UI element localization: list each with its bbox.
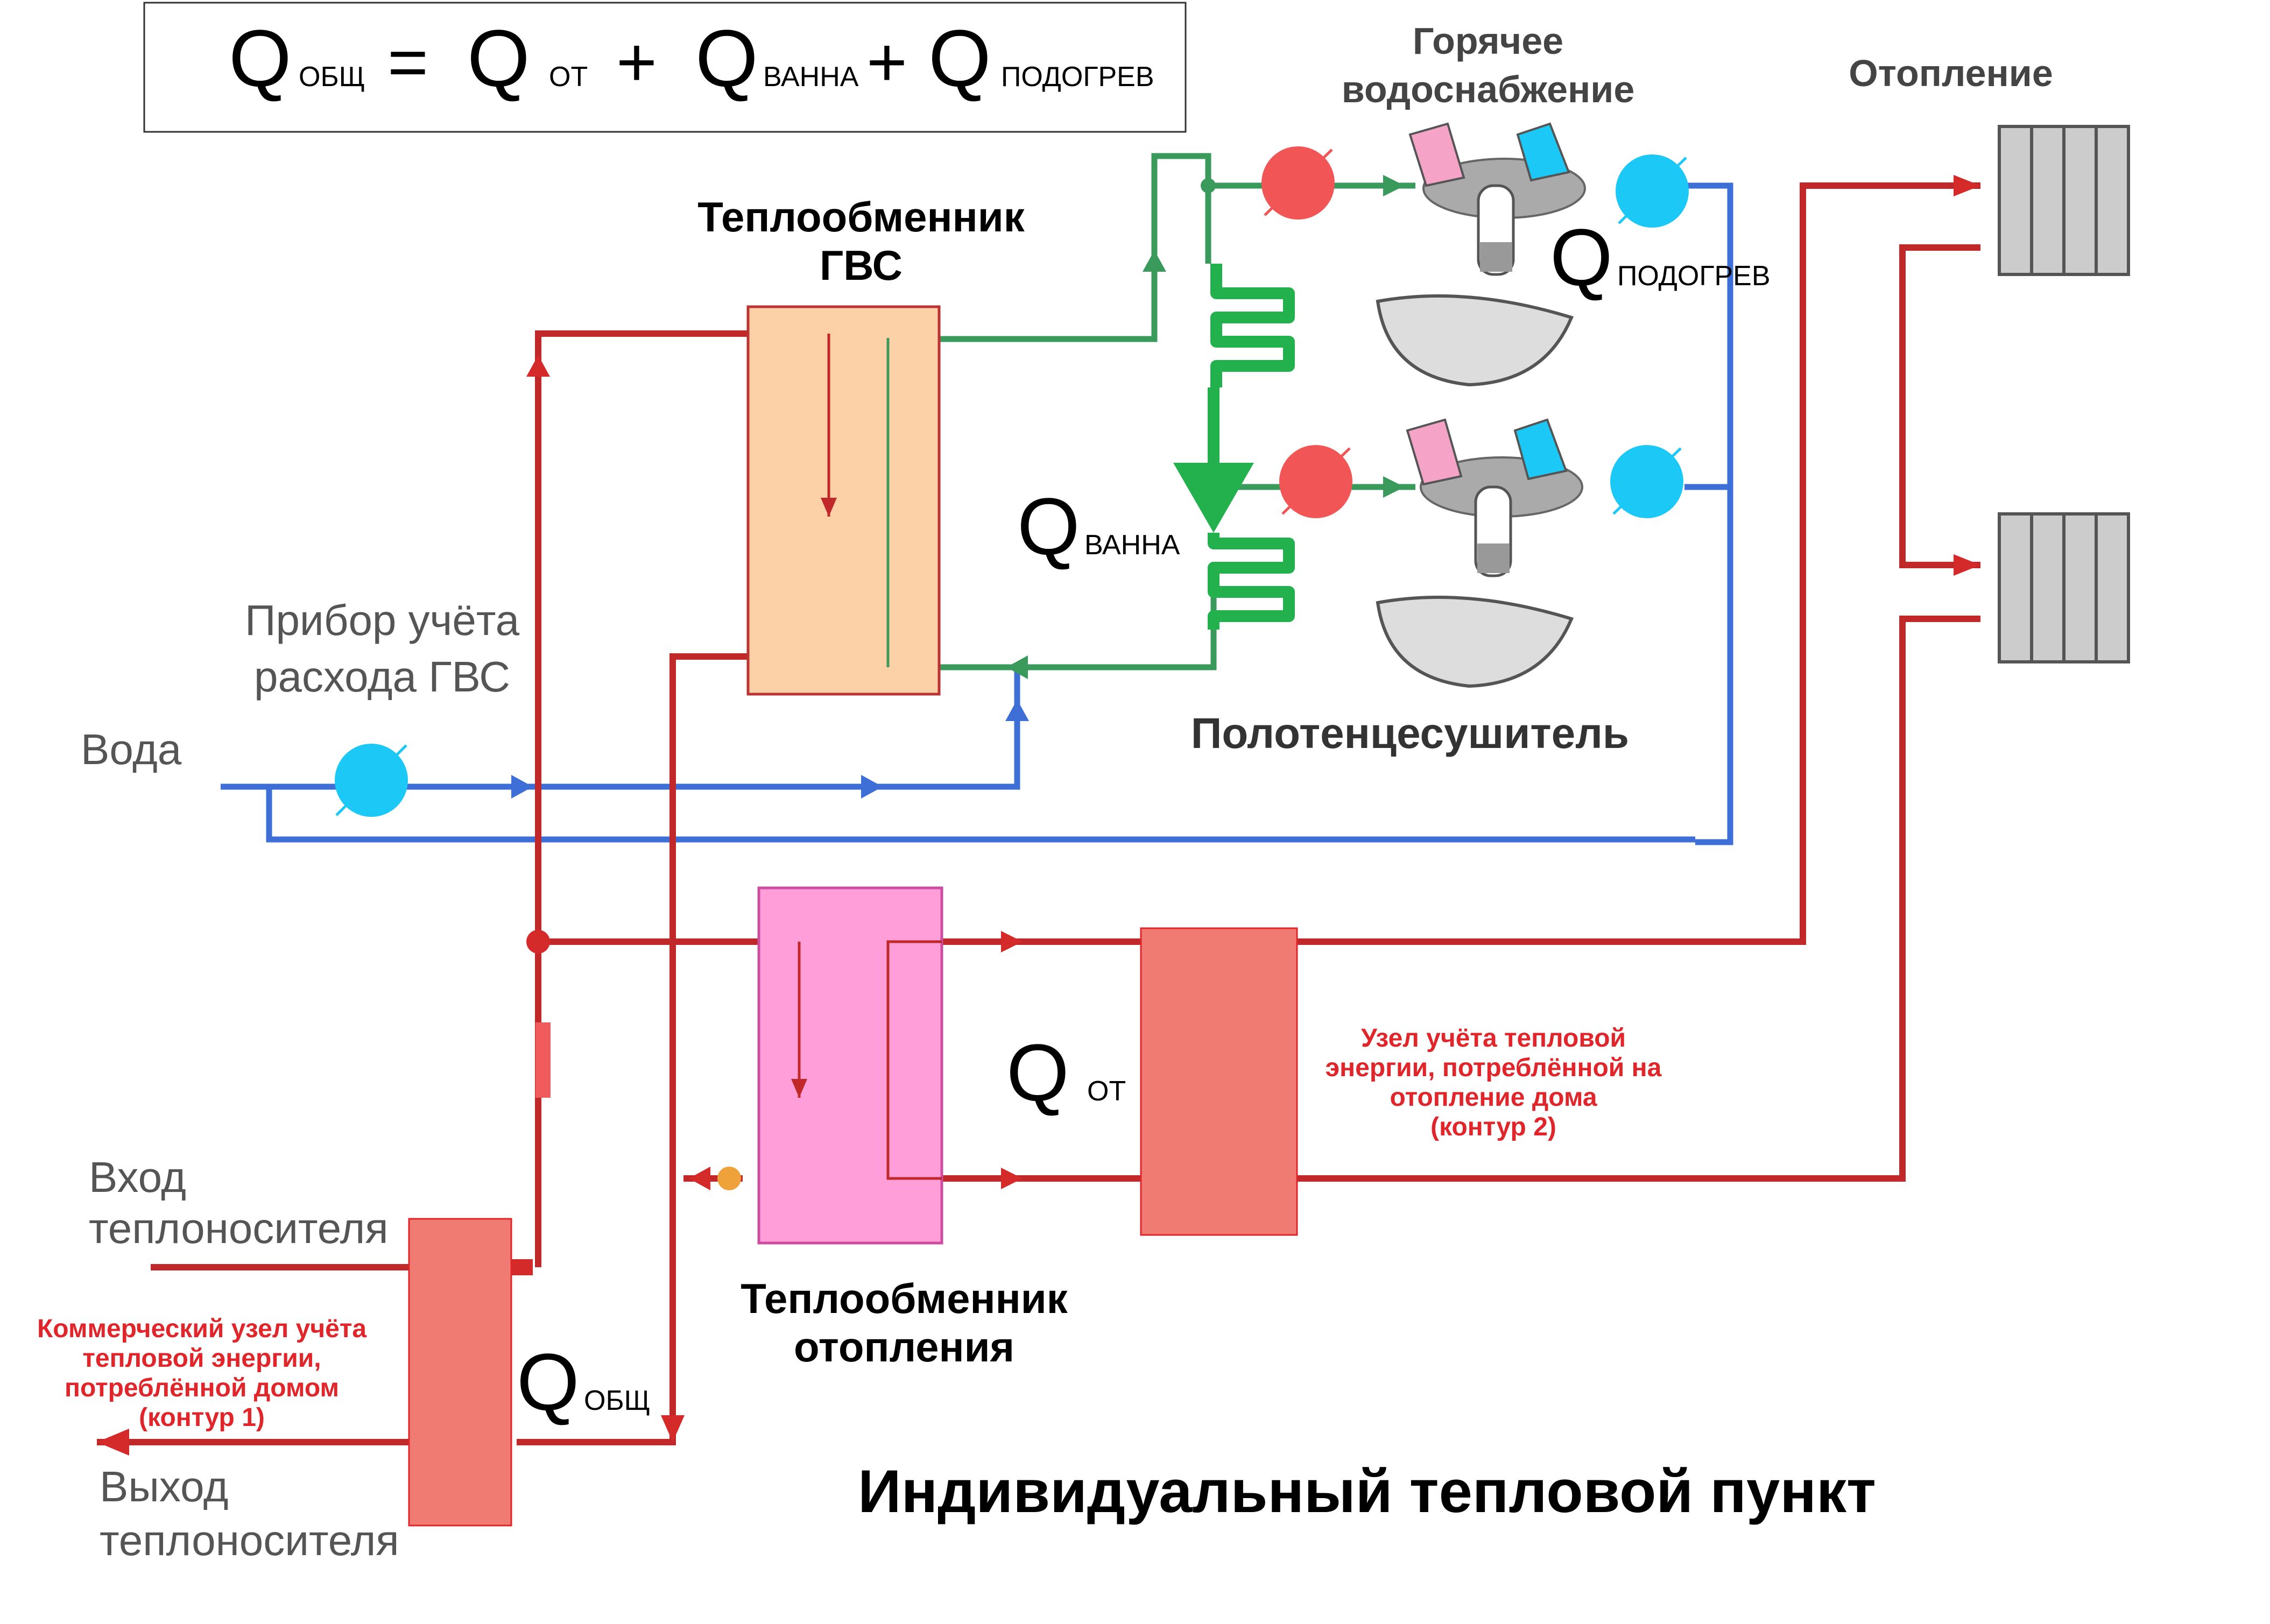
commercial-node-note: Коммерческий узел учёта xyxy=(37,1315,366,1343)
flow-arrow xyxy=(97,1429,129,1456)
q-warm-label: Q xyxy=(1550,212,1613,302)
heating-exchanger-label: отопления xyxy=(794,1323,1014,1371)
q-bath-sub: ВАННА xyxy=(1084,529,1180,561)
cold-water-meter-1 xyxy=(1616,154,1689,228)
flow-arrow xyxy=(1005,700,1029,721)
hot-water-meter-2 xyxy=(1279,445,1352,518)
pipe-junction xyxy=(1201,178,1216,193)
pipe-segment xyxy=(535,1022,551,1098)
q-heat-label: Q xyxy=(1006,1027,1069,1118)
formula-q-warm-sub: ПОДОГРЕВ xyxy=(1001,61,1154,93)
water-label: Вода xyxy=(81,725,182,773)
commercial-node-note: тепловой энергии, xyxy=(82,1344,321,1373)
formula-q-heat: Q xyxy=(467,13,530,103)
outlet-label: теплоносителя xyxy=(100,1516,399,1564)
heating-node-note: (контур 2) xyxy=(1430,1113,1556,1141)
heating-node-note: Узел учёта тепловой xyxy=(1361,1024,1626,1053)
flow-arrow xyxy=(1954,554,1980,576)
meter-label: расхода ГВС xyxy=(254,653,510,701)
flow-arrow xyxy=(1001,931,1023,952)
formula-plus-2: + xyxy=(866,23,907,101)
heating-node-note: отопление дома xyxy=(1390,1083,1597,1112)
faucet-icon xyxy=(1408,122,1586,276)
formula-q-total: Q xyxy=(229,13,292,103)
meter-label: Прибор учёта xyxy=(245,596,520,644)
formula-q-warm: Q xyxy=(928,13,991,103)
radiator-icon xyxy=(1998,125,2130,276)
heating-heat-exchanger xyxy=(757,886,943,1245)
hot-water-label: водоснабжение xyxy=(1342,68,1635,110)
faucet-icon xyxy=(1406,418,1583,577)
commercial-node-note: потреблённой домом xyxy=(65,1374,339,1402)
q-heat-sub: ОТ xyxy=(1087,1076,1126,1107)
heating-metering-node xyxy=(1140,927,1298,1236)
flow-arrow xyxy=(861,775,883,799)
flow-arrow xyxy=(1001,1168,1023,1189)
water-flow-meter xyxy=(335,744,408,817)
q-warm-sub: ПОДОГРЕВ xyxy=(1617,260,1771,292)
dhw-exchanger-label: Теплообменник xyxy=(697,193,1025,241)
flow-arrow xyxy=(1954,175,1980,196)
q-total-label: Q xyxy=(517,1337,580,1427)
heating-label: Отопление xyxy=(1849,52,2053,94)
heating-exchanger-label: Теплообменник xyxy=(741,1275,1068,1322)
towel-dryer-icon xyxy=(1208,264,1295,630)
outlet-label: Выход xyxy=(100,1463,228,1510)
inlet-label: теплоносителя xyxy=(89,1204,389,1252)
flow-arrow xyxy=(1383,175,1405,196)
flow-arrow xyxy=(511,775,533,799)
dhw-heat-exchanger xyxy=(746,305,941,696)
supply-lines xyxy=(97,182,1980,1445)
return-pump-icon xyxy=(717,1167,741,1190)
inlet-label: Вход xyxy=(89,1153,186,1201)
flow-arrow xyxy=(661,1415,685,1442)
formula-q-bath-sub: ВАННА xyxy=(763,61,859,93)
radiator-icon xyxy=(1998,512,2130,663)
formula-box: Q ОБЩ = Q ОТ + Q ВАННА + Q ПОДОГРЕВ xyxy=(143,2,1187,133)
commercial-metering-node xyxy=(408,1218,512,1527)
towel-dryer-arrow xyxy=(1173,463,1254,533)
q-total-sub: ОБЩ xyxy=(584,1385,650,1416)
dhw-exchanger-label: ГВС xyxy=(820,242,903,289)
formula-q-heat-sub: ОТ xyxy=(549,61,588,93)
flow-arrow xyxy=(1006,655,1028,679)
formula-plus-1: + xyxy=(616,23,657,101)
pipe-junction xyxy=(526,930,550,954)
hot-water-meter-1 xyxy=(1261,146,1335,220)
sink-basin-icon xyxy=(1376,294,1574,387)
flow-arrow xyxy=(1383,476,1405,498)
diagram-title: Индивидуальный тепловой пункт xyxy=(858,1458,1876,1525)
q-bath-label: Q xyxy=(1017,481,1080,571)
commercial-node-note: (контур 1) xyxy=(139,1403,265,1432)
formula-q-total-sub: ОБЩ xyxy=(299,61,365,93)
flow-arrow xyxy=(689,1167,710,1190)
flow-arrow xyxy=(526,355,550,377)
flow-arrow xyxy=(1143,250,1166,272)
cold-water-meter-2 xyxy=(1610,445,1683,518)
formula-equals: = xyxy=(387,23,428,101)
heating-node-note: энергии, потреблённой на xyxy=(1326,1054,1662,1082)
towel-dryer-label: Полотенцесушитель xyxy=(1191,709,1629,757)
formula-q-bath: Q xyxy=(695,13,758,103)
sink-basin-icon xyxy=(1376,596,1574,688)
hot-water-label: Горячее xyxy=(1413,20,1563,62)
